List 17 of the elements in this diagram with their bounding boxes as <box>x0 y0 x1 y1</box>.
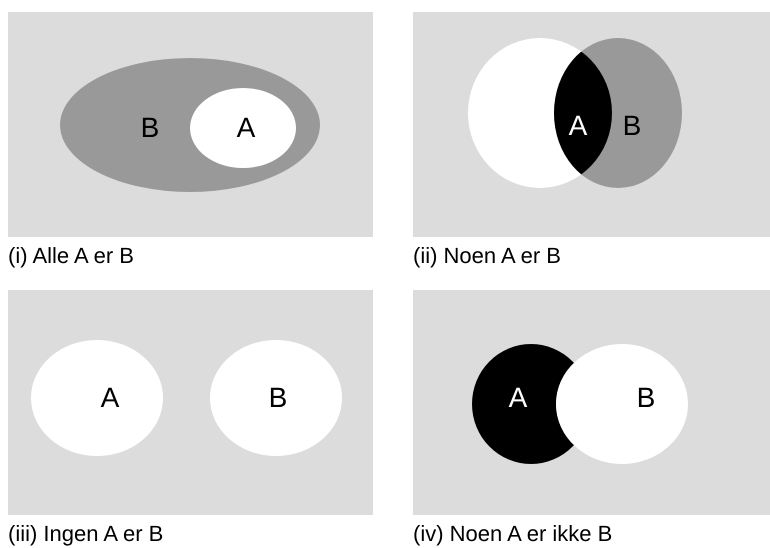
set-label: A <box>508 384 528 412</box>
set-label: A <box>236 114 256 142</box>
set-ellipse <box>31 340 163 456</box>
set-ellipse <box>190 88 296 168</box>
panel-caption: (iii) Ingen A er B <box>8 523 164 545</box>
panel-caption: (iv) Noen A er ikke B <box>413 523 612 545</box>
set-label: B <box>622 112 642 140</box>
set-label: B <box>268 384 288 412</box>
set-ellipse <box>556 344 688 464</box>
set-label: A <box>100 384 120 412</box>
set-label: A <box>568 112 588 140</box>
set-ellipse <box>60 58 320 192</box>
panel-caption: (ii) Noen A er B <box>413 245 561 267</box>
panel-caption: (i) Alle A er B <box>8 245 134 267</box>
set-label: B <box>636 384 656 412</box>
set-label: B <box>140 114 160 142</box>
set-ellipse <box>210 340 342 456</box>
